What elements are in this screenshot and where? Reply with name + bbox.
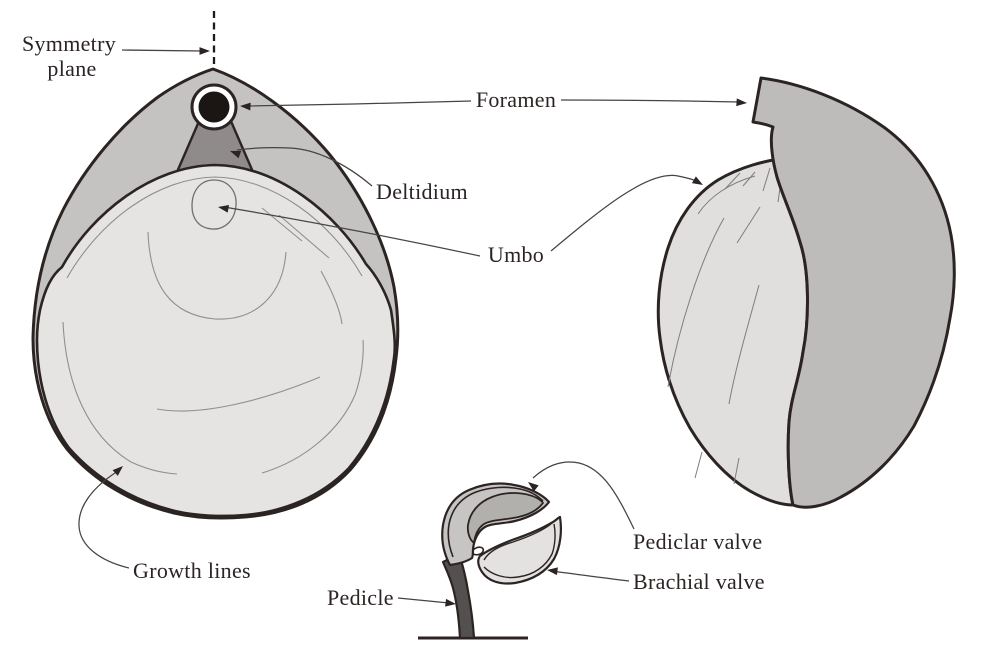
arrowhead (112, 466, 123, 476)
label-symmetry-plane-line2: plane (47, 56, 96, 81)
growth-line (320, 270, 343, 325)
growth-line (66, 176, 363, 279)
radial-line (742, 171, 756, 187)
deltidium-leader (236, 146, 373, 187)
labels: Symmetry plane Foramen Deltidium Umbo Gr… (22, 31, 765, 610)
growth-line (278, 214, 330, 259)
foramen-leader-left (247, 100, 472, 107)
small-brachial-valve-shape (477, 515, 562, 585)
label-brachial-valve: Brachial valve (633, 569, 765, 594)
growth-line (261, 207, 303, 242)
radial-line (694, 451, 703, 479)
arrowhead (691, 176, 703, 185)
brachial-valve-leader (550, 570, 630, 582)
foramen-leader-right (560, 99, 741, 103)
arrowhead (736, 98, 747, 107)
growth-line (62, 321, 178, 475)
inner-valve-shape (35, 163, 397, 518)
arrowhead (218, 204, 230, 213)
label-pedicle: Pedicle (327, 585, 394, 610)
arrowhead (240, 102, 251, 111)
radial-line (667, 217, 725, 388)
umbo-leader-right (550, 174, 701, 252)
label-pediclar-valve: Pediclar valve (633, 529, 762, 554)
umbo-leader-left (223, 206, 481, 257)
radial-line (736, 206, 761, 244)
radial-line (697, 175, 756, 215)
leader-lines (78, 47, 747, 607)
radial-line (762, 167, 771, 192)
foramen-opening (198, 91, 230, 123)
growth-line (156, 376, 321, 412)
arrowhead (528, 482, 539, 492)
lateral-pedicle-valve-shape (751, 76, 956, 509)
arrowhead (230, 150, 242, 159)
small-brachial-valve-rim-line (483, 523, 552, 561)
radial-line (733, 457, 740, 485)
small-shell-hinge-loop (471, 546, 485, 556)
umbo-shape (191, 179, 237, 230)
small-pedicle-valve-rim-line (447, 486, 544, 558)
radial-line (728, 284, 760, 405)
pedicle-stalk-shape (441, 552, 476, 640)
label-deltidium: Deltidium (376, 179, 468, 204)
label-symmetry-plane-line1: Symmetry (22, 31, 116, 56)
dorsal-view-shell (31, 11, 400, 520)
symmetry-plane-leader (121, 49, 203, 52)
small-brachial-valve-rim-line (483, 523, 556, 579)
pediclar-valve-leader (532, 461, 635, 530)
radial-line (724, 172, 741, 190)
label-umbo: Umbo (488, 242, 544, 267)
lateral-valve-radial-lines (667, 166, 784, 485)
growth-lines-leader (78, 470, 130, 569)
label-foramen: Foramen (476, 87, 556, 112)
small-pedicle-valve-interior (466, 492, 544, 544)
growth-lines-group (62, 176, 364, 475)
pedicle-leader (397, 597, 450, 604)
lateral-view-shell (656, 76, 956, 509)
attached-brachiopod-figure (418, 482, 562, 640)
label-growth-lines: Growth lines (133, 558, 251, 583)
arrowhead (199, 47, 210, 55)
arrowhead (445, 598, 456, 607)
growth-line (261, 339, 364, 474)
arrowhead (547, 567, 558, 576)
growth-line (147, 231, 287, 320)
